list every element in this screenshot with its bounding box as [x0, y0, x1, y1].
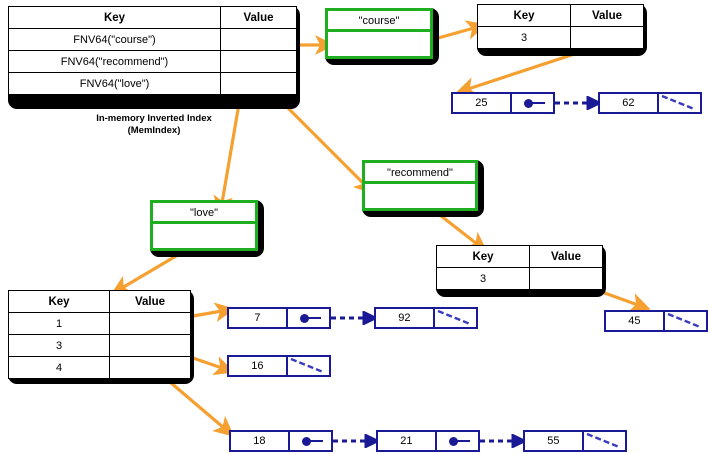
list-node-value: 92 [376, 309, 435, 327]
list-node-pointer [288, 309, 329, 327]
list-node-pointer [437, 432, 478, 450]
term-slot-recommend [365, 184, 475, 205]
recommend-doc-table: Key Value 3 [436, 245, 603, 290]
recommend-doc-header-key: Key [436, 245, 530, 268]
table-row: 3 [8, 334, 191, 357]
term-box-course: "course" [325, 8, 439, 65]
memindex-value-course [220, 28, 297, 51]
table-row: 3 [477, 26, 644, 49]
pointer-stub [457, 440, 471, 442]
table-header-row: Key Value [8, 290, 191, 313]
table-row: FNV64("course") [8, 28, 297, 51]
list-node-love1-0: 7 [227, 307, 331, 329]
course-doc-header-key: Key [477, 4, 571, 27]
pointer-dot [302, 436, 312, 446]
list-link-course-0-1 [555, 96, 599, 110]
table-header-row: Key Value [436, 245, 603, 268]
memindex-caption: In-memory Inverted Index (MemIndex) [8, 113, 300, 137]
list-node-love3-0: 16 [227, 355, 331, 377]
memindex-key-love: FNV64("love") [8, 72, 221, 95]
list-node-value: 55 [525, 432, 584, 450]
list-node-love4-2: 55 [523, 430, 627, 452]
memindex-table-box: Key Value FNV64("course") FNV64("recomme… [8, 6, 300, 109]
term-label-love: "love" [153, 203, 255, 224]
memindex-value-recommend [220, 50, 297, 73]
love-doc-value-0 [109, 312, 191, 335]
term-slot-course [328, 32, 430, 53]
list-node-null-terminator [665, 312, 706, 330]
course-doc-value-0 [570, 26, 644, 49]
table-row: FNV64("recommend") [8, 50, 297, 73]
term-label-course: "course" [328, 11, 430, 32]
love-doc-key-2: 4 [8, 356, 110, 379]
doc-table-box-course: Key Value 3 [477, 4, 647, 56]
love-doc-value-1 [109, 334, 191, 357]
list-node-pointer [290, 432, 331, 450]
list-link-love1-0-1 [331, 311, 375, 325]
course-doc-table: Key Value 3 [477, 4, 644, 49]
term-slot-love [153, 224, 255, 245]
pointer-stub [532, 102, 546, 104]
memindex-caption-line2: (MemIndex) [127, 125, 181, 136]
course-doc-key-0: 3 [477, 26, 571, 49]
love-doc-value-2 [109, 356, 191, 379]
list-link-love4-0-1 [333, 434, 377, 448]
memindex-table: Key Value FNV64("course") FNV64("recomme… [8, 6, 297, 95]
pointer-dot [524, 98, 534, 108]
recommend-doc-key-0: 3 [436, 267, 530, 290]
memindex-key-recommend: FNV64("recommend") [8, 50, 221, 73]
list-node-love1-1: 92 [374, 307, 478, 329]
recommend-doc-value-0 [529, 267, 603, 290]
list-node-null-terminator [435, 309, 476, 327]
list-link-love4-1-2 [480, 434, 524, 448]
list-node-null-terminator [659, 94, 700, 112]
list-node-null-terminator [288, 357, 329, 375]
table-row: 4 [8, 356, 191, 379]
list-node-value: 45 [606, 312, 665, 330]
doc-table-box-recommend: Key Value 3 [436, 245, 606, 297]
love-doc-key-1: 3 [8, 334, 110, 357]
table-header-row: Key Value [8, 6, 297, 29]
list-node-love4-1: 21 [376, 430, 480, 452]
term-box-love: "love" [150, 200, 264, 257]
pointer-stub [310, 440, 324, 442]
memindex-value-love [220, 72, 297, 95]
pointer-stub [308, 317, 322, 319]
term-box-recommend: "recommend" [362, 160, 484, 217]
list-node-pointer [512, 94, 553, 112]
love-doc-header-key: Key [8, 290, 110, 313]
list-node-value: 18 [231, 432, 290, 450]
table-row: FNV64("love") [8, 72, 297, 95]
list-node-love4-0: 18 [229, 430, 333, 452]
list-node-recommend-0: 45 [604, 310, 708, 332]
course-doc-header-value: Value [570, 4, 644, 27]
memindex-header-key: Key [8, 6, 221, 29]
love-doc-table: Key Value 1 3 4 [8, 290, 191, 379]
term-label-recommend: "recommend" [365, 163, 475, 184]
table-row: 3 [436, 267, 603, 290]
list-node-value: 25 [453, 94, 512, 112]
memindex-caption-line1: In-memory Inverted Index [96, 113, 212, 124]
pointer-dot [449, 436, 459, 446]
list-node-value: 62 [600, 94, 659, 112]
table-row: 1 [8, 312, 191, 335]
memindex-key-course: FNV64("course") [8, 28, 221, 51]
doc-table-box-love: Key Value 1 3 4 [8, 290, 194, 384]
list-node-value: 21 [378, 432, 437, 450]
table-header-row: Key Value [477, 4, 644, 27]
memindex-header-value: Value [220, 6, 297, 29]
list-node-course-1: 62 [598, 92, 702, 114]
love-doc-header-value: Value [109, 290, 191, 313]
list-node-value: 7 [229, 309, 288, 327]
pointer-dot [300, 313, 310, 323]
love-doc-key-0: 1 [8, 312, 110, 335]
recommend-doc-header-value: Value [529, 245, 603, 268]
list-node-course-0: 25 [451, 92, 555, 114]
list-node-value: 16 [229, 357, 288, 375]
list-node-null-terminator [584, 432, 625, 450]
